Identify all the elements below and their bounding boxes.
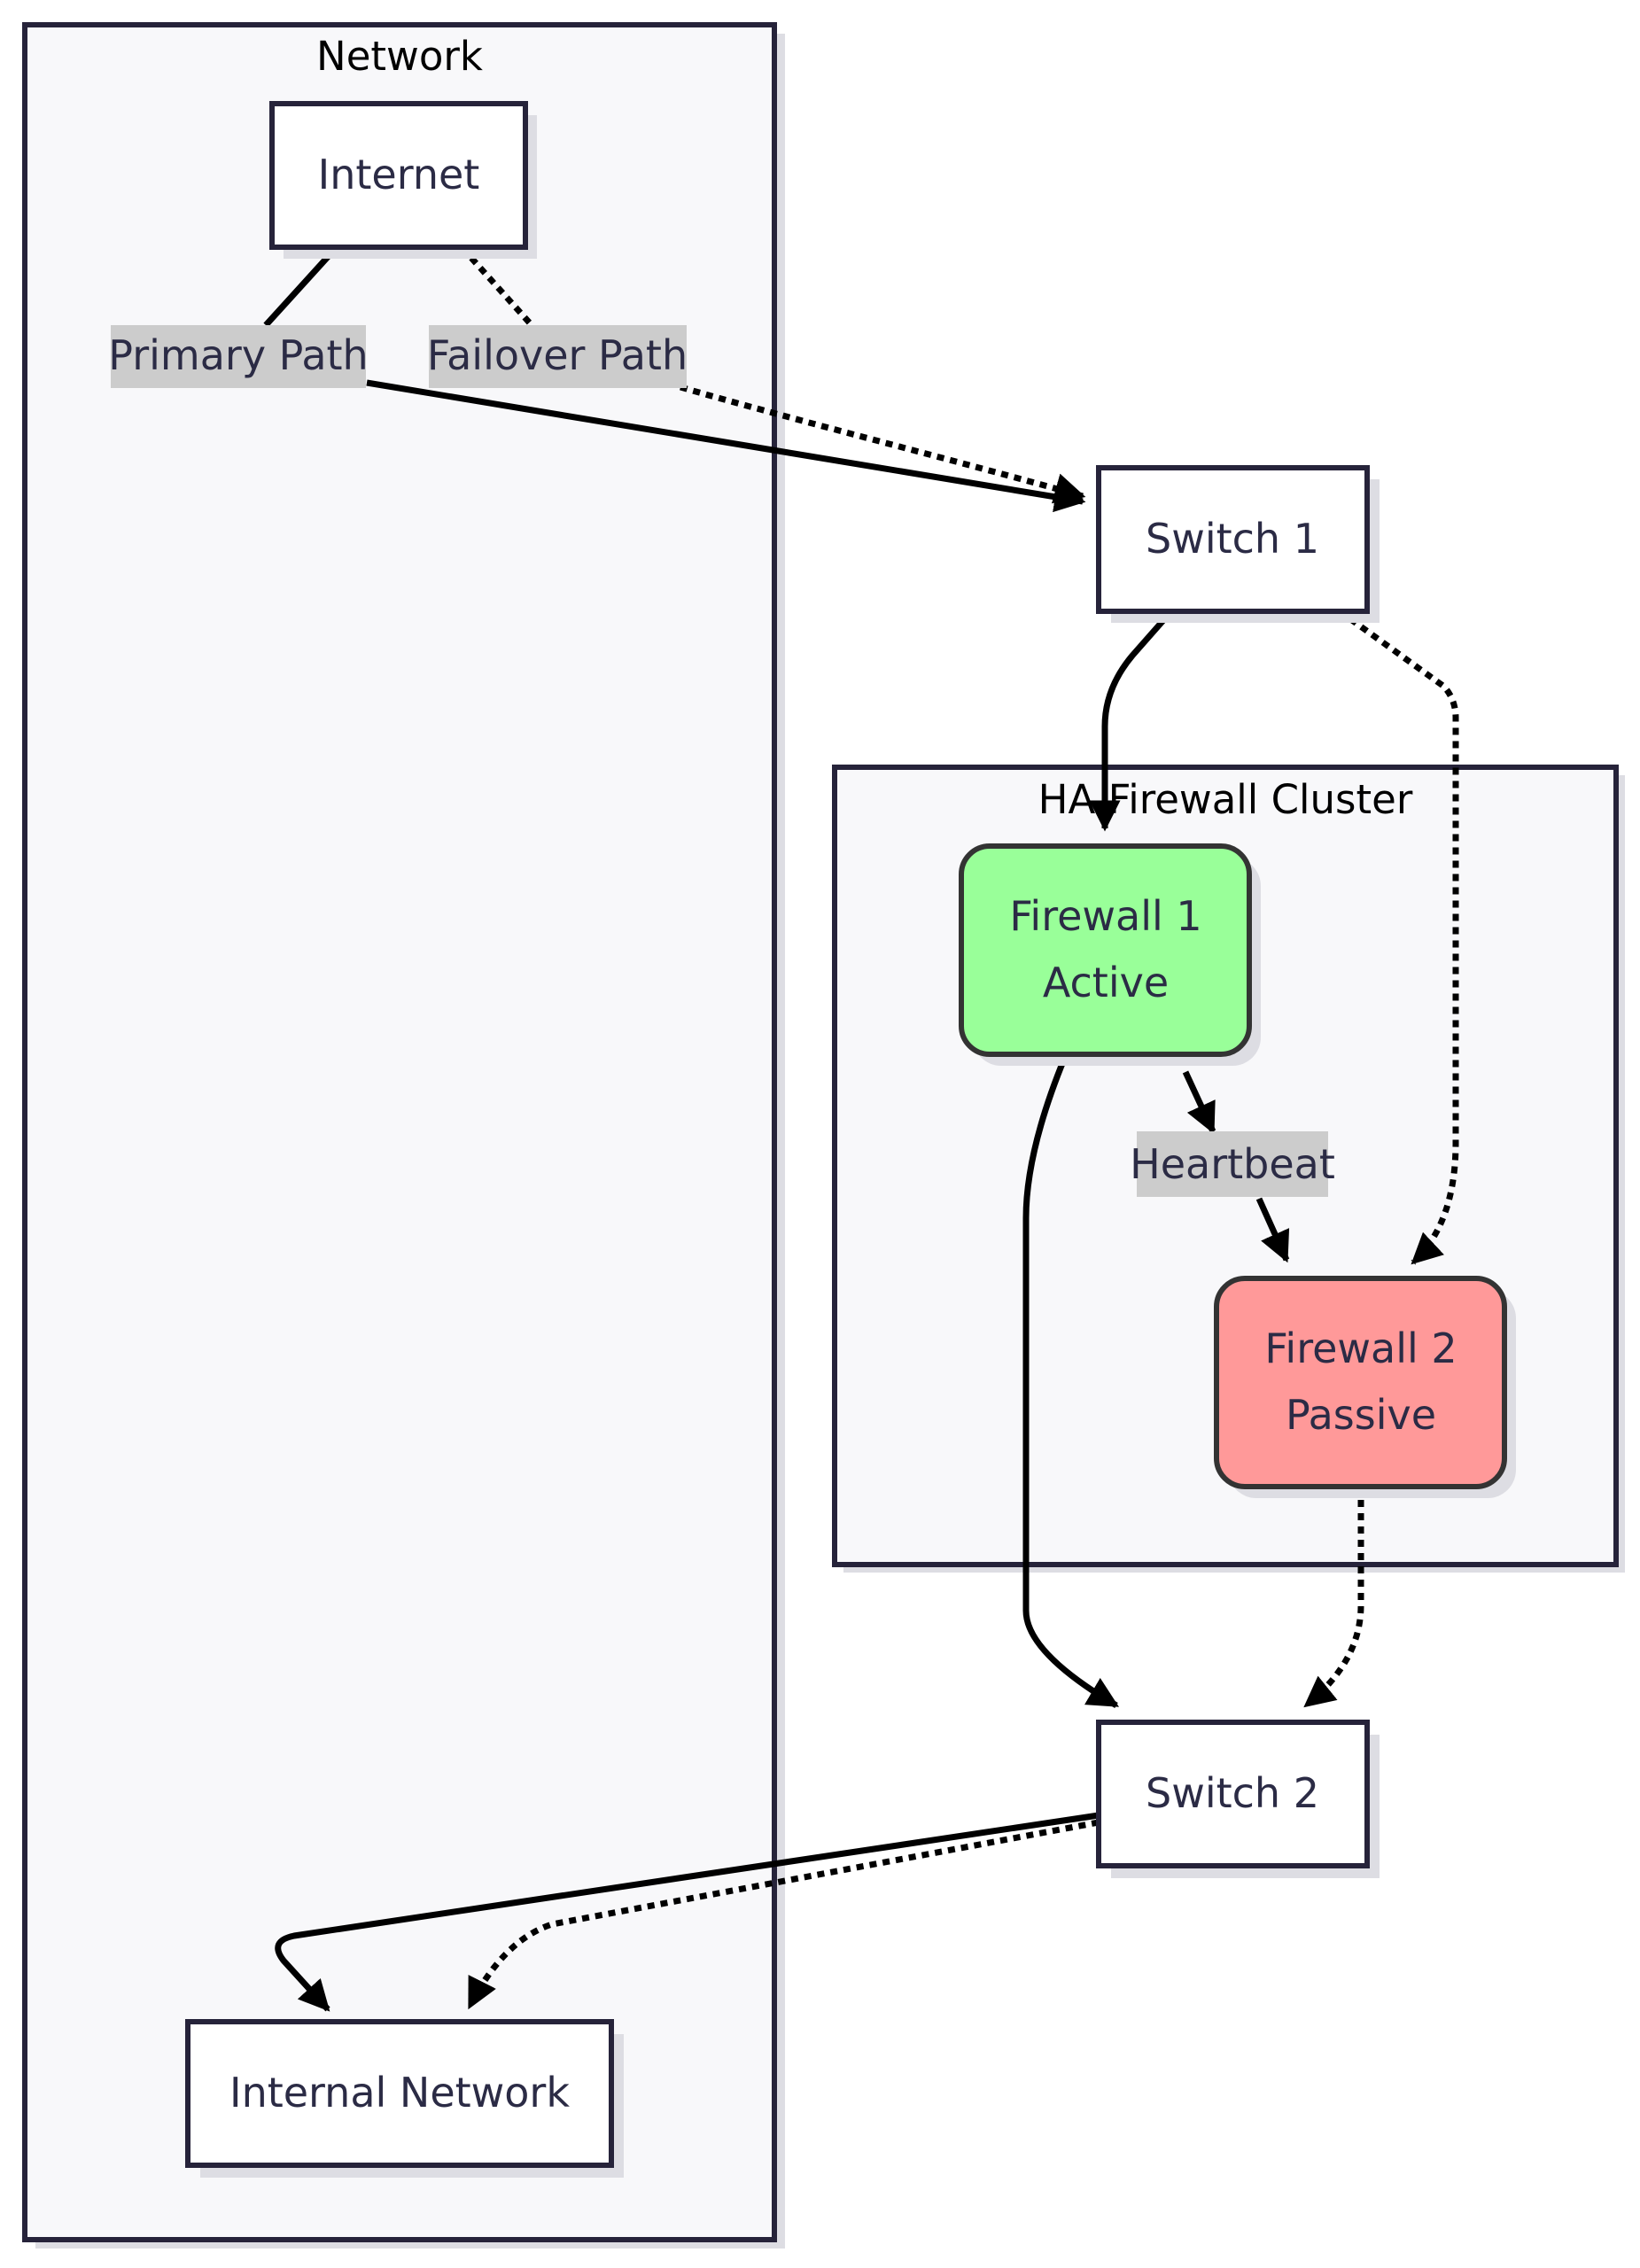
node-fw2-label-line1: Firewall 2 xyxy=(1264,1324,1457,1372)
node-firewall-2: Firewall 2 Passive xyxy=(1214,1276,1516,1498)
node-internal-network: Internal Network xyxy=(185,2019,624,2178)
edge-switch1-fw2-failover xyxy=(1337,609,1459,1265)
node-firewall-1: Firewall 1 Active xyxy=(959,843,1261,1066)
edge-switch1-fw1 xyxy=(1089,609,1174,832)
edge-heartbeat xyxy=(1185,1070,1286,1260)
edge-fw1-switch2 xyxy=(1022,1055,1120,1709)
node-fw1-label-line1: Firewall 1 xyxy=(1009,892,1201,940)
edge-switch2-internal xyxy=(275,1812,1100,2012)
edge-switch2-internal-failover xyxy=(466,1819,1100,2010)
cluster-ha-label: HA Firewall Cluster xyxy=(1038,776,1413,823)
edges xyxy=(263,245,1459,2012)
node-internet: Internet xyxy=(269,101,537,259)
edge-failover-path xyxy=(460,245,1083,496)
edge-fw2-switch2-failover xyxy=(1303,1487,1364,1708)
node-internet-label: Internet xyxy=(318,151,480,198)
edge-label-failover: Failover Path xyxy=(427,325,688,388)
edge-label-primary-text: Primary Path xyxy=(108,331,368,379)
cluster-network-label: Network xyxy=(316,33,483,80)
node-fw1-label-line2: Active xyxy=(1043,959,1169,1006)
node-fw2-label-line2: Passive xyxy=(1286,1391,1436,1439)
edge-label-heartbeat-text: Heartbeat xyxy=(1130,1140,1335,1188)
node-switch1-label: Switch 1 xyxy=(1146,515,1319,563)
edge-label-primary: Primary Path xyxy=(108,325,369,388)
node-switch-2: Switch 2 xyxy=(1096,1720,1380,1878)
node-switch-1: Switch 1 xyxy=(1096,465,1380,623)
node-switch2-label: Switch 2 xyxy=(1146,1769,1319,1817)
edge-label-heartbeat: Heartbeat xyxy=(1130,1131,1335,1197)
node-internal-label: Internal Network xyxy=(229,2069,570,2117)
edge-primary-path xyxy=(263,245,1083,501)
edge-label-failover-text: Failover Path xyxy=(427,331,688,379)
cluster-network: Network xyxy=(22,22,785,2249)
